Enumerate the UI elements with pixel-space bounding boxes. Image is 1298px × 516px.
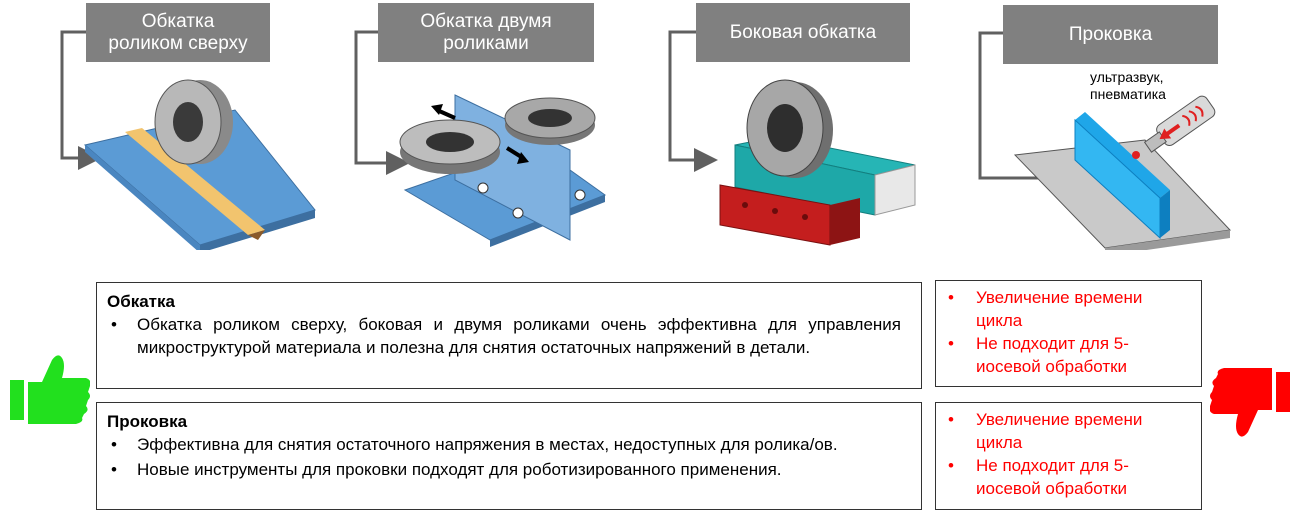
label-line: Боковая обкатка bbox=[729, 21, 877, 43]
peening-annotation: ультразвук, пневматика bbox=[1090, 69, 1166, 103]
connector-arrows bbox=[60, 30, 1072, 190]
label-line: Обкатка bbox=[141, 10, 215, 32]
list-item: Обкатка роликом сверху, боковая и двумя … bbox=[97, 313, 921, 359]
annotation-line: ультразвук, bbox=[1090, 69, 1164, 85]
panel-title: Проковка bbox=[107, 412, 188, 431]
pros-panel-peening: Проковка Эффективна для снятия остаточно… bbox=[96, 402, 922, 510]
bullet-list: Увеличение времени цикла Не подходит для… bbox=[936, 286, 1201, 378]
illustration-two-rollers bbox=[399, 94, 607, 247]
label-line: роликами bbox=[443, 32, 529, 54]
connector-1 bbox=[60, 30, 102, 170]
thumbs-up-icon bbox=[10, 355, 90, 424]
label-side-rolling: Боковая обкатка bbox=[696, 3, 910, 62]
panel-title: Обкатка bbox=[107, 292, 175, 311]
list-item: Не подходит для 5-иосевой обработки bbox=[936, 332, 1201, 378]
label-line: Обкатка двумя bbox=[420, 10, 552, 32]
bullet-list: Эффективна для снятия остаточного напряж… bbox=[97, 433, 921, 481]
bullet-list: Увеличение времени цикла Не подходит для… bbox=[936, 408, 1201, 500]
cons-panel-peening: Увеличение времени цикла Не подходит для… bbox=[935, 402, 1202, 510]
label-line: роликом сверху bbox=[108, 32, 248, 54]
illustration-side-rolling bbox=[719, 79, 916, 246]
thumbs-down-icon bbox=[1210, 368, 1290, 437]
illustration-top-roller bbox=[83, 79, 316, 250]
connector-4 bbox=[978, 31, 1072, 190]
label-line: Проковка bbox=[1068, 23, 1153, 45]
bullet-list: Обкатка роликом сверху, боковая и двумя … bbox=[97, 313, 921, 359]
label-peening: Проковка bbox=[1003, 5, 1218, 64]
list-item: Увеличение времени цикла bbox=[936, 286, 1201, 332]
illustration-peening bbox=[1013, 95, 1232, 250]
pros-panel-rolling: Обкатка Обкатка роликом сверху, боковая … bbox=[96, 282, 922, 389]
connector-2 bbox=[354, 30, 410, 175]
list-item: Новые инструменты для проковки подходят … bbox=[97, 458, 921, 481]
list-item: Эффективна для снятия остаточного напряж… bbox=[97, 433, 921, 456]
connector-3 bbox=[668, 30, 718, 172]
list-item: Увеличение времени цикла bbox=[936, 408, 1201, 454]
cons-panel-rolling: Увеличение времени цикла Не подходит для… bbox=[935, 280, 1202, 387]
list-item: Не подходит для 5-иосевой обработки bbox=[936, 454, 1201, 500]
annotation-line: пневматика bbox=[1090, 86, 1166, 102]
